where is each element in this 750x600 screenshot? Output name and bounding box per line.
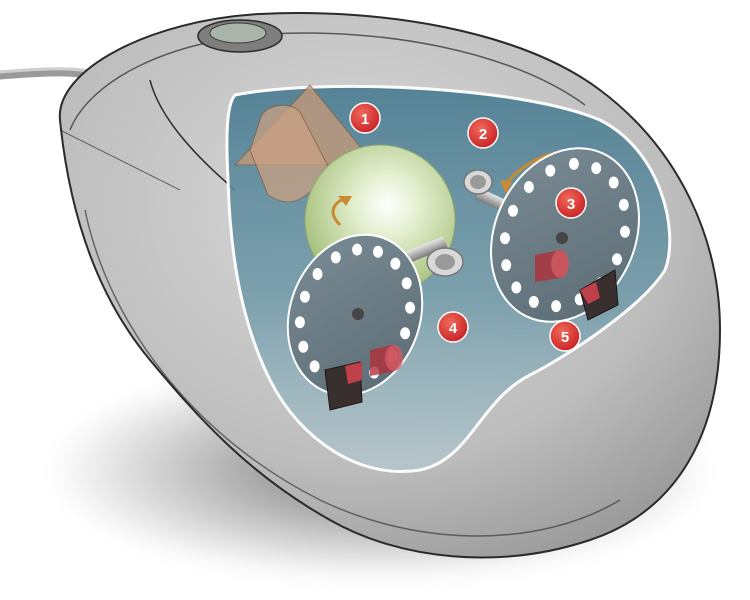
encoder-slot bbox=[330, 251, 341, 264]
callout-4: 4 bbox=[437, 311, 469, 343]
encoder-slot bbox=[390, 257, 401, 270]
encoder-slot bbox=[608, 176, 619, 189]
encoder-slot bbox=[400, 327, 411, 340]
callout-2: 2 bbox=[467, 117, 499, 149]
encoder-slot bbox=[401, 277, 412, 290]
svg-text:4: 4 bbox=[449, 320, 458, 337]
svg-text:3: 3 bbox=[567, 196, 575, 213]
encoder-slot bbox=[309, 360, 320, 373]
encoder-slot bbox=[352, 243, 363, 256]
encoder-slot bbox=[405, 301, 416, 314]
svg-text:2: 2 bbox=[479, 126, 487, 143]
encoder-slot bbox=[528, 295, 539, 308]
encoder-slot bbox=[612, 253, 622, 266]
callout-5: 5 bbox=[549, 320, 581, 352]
scroll-wheel bbox=[197, 19, 283, 53]
callout-3: 3 bbox=[555, 187, 587, 219]
encoder-slot bbox=[618, 198, 629, 211]
encoder-slot bbox=[551, 300, 562, 313]
encoder-slot bbox=[299, 290, 310, 303]
encoder-slot bbox=[568, 157, 579, 170]
callout-1: 1 bbox=[349, 102, 381, 134]
encoder-slot bbox=[501, 259, 512, 272]
encoder-slot bbox=[294, 316, 305, 329]
encoder-slot bbox=[312, 268, 323, 280]
encoder-slot bbox=[298, 340, 309, 353]
encoder-slot bbox=[523, 181, 534, 193]
encoder-slot bbox=[591, 162, 602, 175]
encoder-slot bbox=[508, 204, 518, 217]
encoder-slot bbox=[511, 281, 522, 294]
svg-text:1: 1 bbox=[361, 111, 369, 128]
encoder-slot bbox=[500, 232, 510, 245]
encoder-slot bbox=[620, 225, 630, 238]
svg-text:5: 5 bbox=[561, 329, 569, 346]
encoder-slot bbox=[373, 245, 383, 258]
photo-sensor-icon bbox=[324, 269, 619, 411]
roller-holder bbox=[233, 84, 377, 203]
encoder-slot bbox=[545, 164, 556, 177]
led-icon bbox=[370, 250, 569, 376]
